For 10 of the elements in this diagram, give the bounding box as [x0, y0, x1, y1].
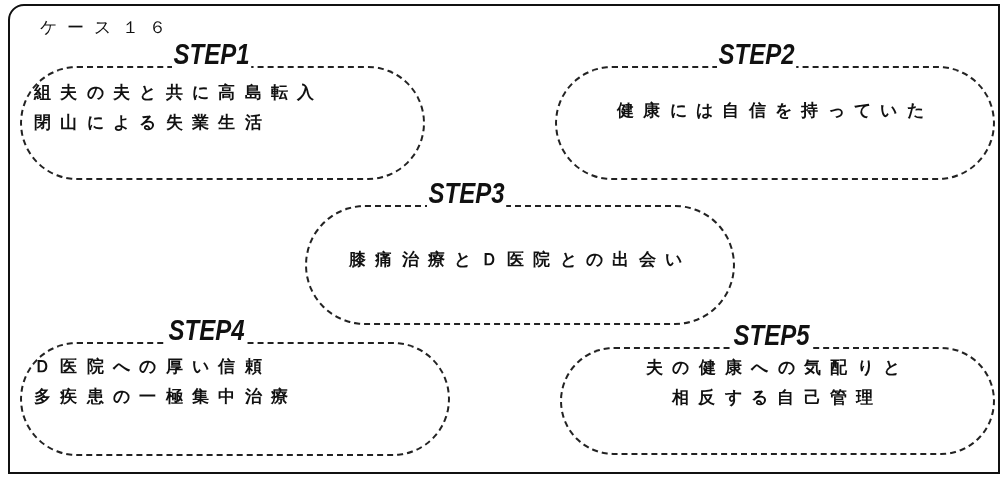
step-text: 多疾患の一極集中治療	[34, 385, 298, 408]
step-text: 組夫の夫と共に高島転入	[34, 81, 324, 104]
step-text: 健康には自信を持っていた	[617, 99, 934, 122]
step-text: 閉山による失業生活	[34, 111, 272, 134]
case-label: ケース１６	[40, 16, 176, 39]
step-text: 膝痛治療とＤ医院との出会い	[349, 248, 692, 271]
step-text: 夫の健康への気配りと	[646, 356, 910, 379]
step-text: Ｄ医院への厚い信頼	[34, 355, 272, 378]
case-frame	[8, 4, 1000, 474]
step-text: 相反する自己管理	[672, 386, 883, 409]
